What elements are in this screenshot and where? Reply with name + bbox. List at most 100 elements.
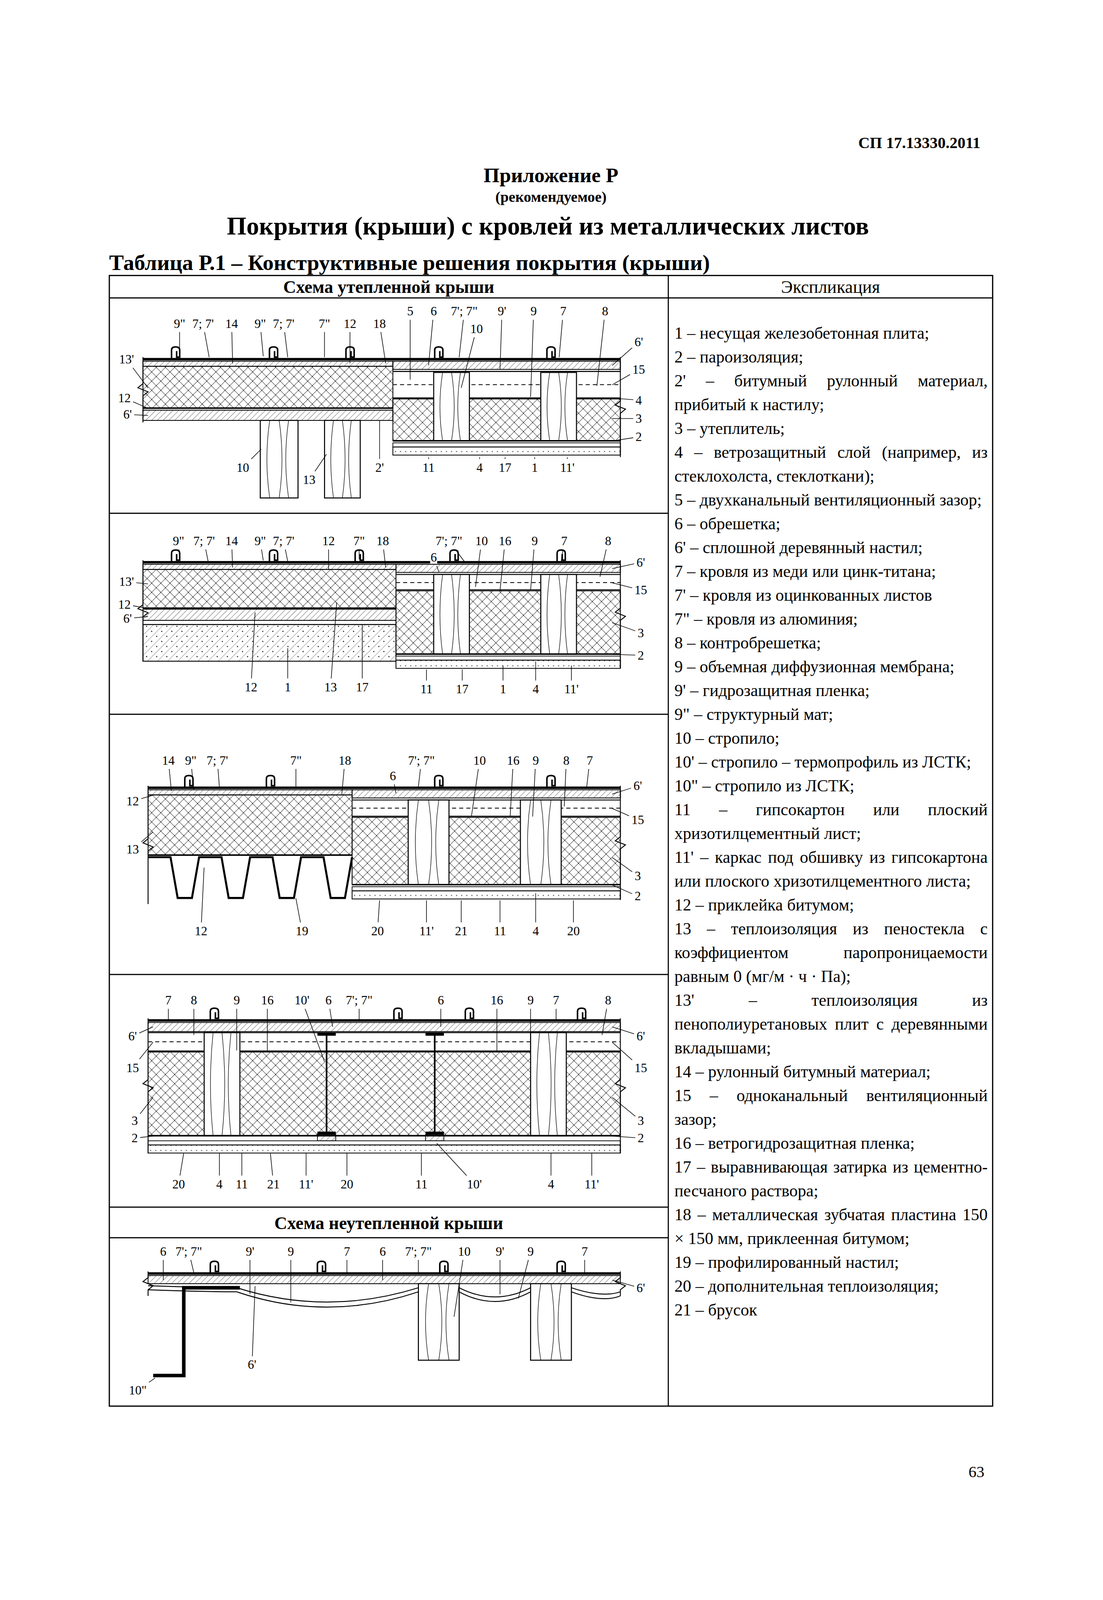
leader-line <box>550 1152 552 1175</box>
layer-line <box>395 581 621 583</box>
callout-number: 4 <box>635 393 643 407</box>
leader-line <box>378 899 380 922</box>
wood-grain <box>558 1283 562 1360</box>
insulation <box>142 366 393 409</box>
explication-item: 11 – гипсокартон или плоский хризотилцем… <box>674 797 988 846</box>
layer-line <box>395 653 621 655</box>
wood-deck <box>148 789 353 795</box>
callout-number: 9" <box>254 316 267 330</box>
layer-line <box>352 807 621 809</box>
thermoprofile <box>425 1131 444 1135</box>
break-line <box>142 785 154 904</box>
leader-line <box>314 453 327 471</box>
leader-line <box>453 1259 463 1317</box>
leader-line <box>383 549 386 568</box>
leader-line <box>530 1008 531 1050</box>
leader-line <box>410 319 411 380</box>
leader-line <box>601 1008 607 1035</box>
explication-cell: 1 – несущая железобетонная плита;2 – пар… <box>674 321 988 1322</box>
wood-grain <box>279 420 283 498</box>
table-rule <box>109 713 669 715</box>
wood-deck <box>148 1022 621 1032</box>
callout-number: 13' <box>118 352 135 366</box>
callout-number: 10" <box>128 1383 148 1397</box>
standing-seam <box>546 346 555 360</box>
leader-line <box>379 420 380 459</box>
callout-number: 6 <box>430 550 438 564</box>
callout-number: 18 <box>375 534 390 548</box>
explication-item: 2 – пароизоляция; <box>674 345 988 369</box>
leader-line <box>191 768 194 790</box>
standing-seam <box>171 549 180 562</box>
insulation <box>148 794 353 856</box>
leader-line <box>141 794 154 799</box>
callout-number: 11' <box>418 924 435 938</box>
leader-line <box>418 768 421 787</box>
wood-grain <box>438 1283 443 1360</box>
explication-item: 9" – структурный мат; <box>674 702 988 727</box>
callout-number: 14 <box>224 316 239 330</box>
callout-number: 9 <box>287 1244 295 1258</box>
wood-deck <box>142 360 393 367</box>
leader-line <box>417 1259 419 1273</box>
callout-number: 14 <box>224 534 239 548</box>
callout-number: 7 <box>580 1244 589 1258</box>
leader-line <box>252 1285 255 1356</box>
callout-number: 9" <box>172 534 185 548</box>
explication-item: 17 – выравнивающая затирка из цементно-п… <box>674 1154 988 1203</box>
thermoprofile <box>317 1131 336 1135</box>
leader-line <box>249 1259 251 1294</box>
leader-line <box>571 665 572 681</box>
leader-line <box>499 899 501 922</box>
leader-line <box>612 1026 635 1034</box>
leader-line <box>270 1152 273 1175</box>
callout-number: 10' <box>294 993 311 1007</box>
callout-number: 6' <box>636 1280 646 1294</box>
callout-number: 1 <box>283 679 292 693</box>
wood-grain <box>285 420 289 498</box>
rafter <box>204 1032 240 1136</box>
wood-grain <box>451 574 455 654</box>
leader-line <box>139 1041 154 1059</box>
table-rule <box>109 512 669 514</box>
leader-line <box>612 808 630 816</box>
page-text: СП 17.13330.2011 <box>858 134 981 152</box>
leader-line <box>382 1259 383 1280</box>
leader-line <box>612 582 633 588</box>
leader-line <box>566 457 568 460</box>
explication-item: 6 – обрешетка; <box>674 511 988 536</box>
standing-seam <box>394 1007 403 1020</box>
callout-number: 11 <box>414 1176 428 1190</box>
layer-line <box>395 573 621 575</box>
wood-deck <box>142 410 393 421</box>
leader-line <box>290 1259 291 1302</box>
leader-line <box>381 332 386 364</box>
wood-grain <box>435 799 439 885</box>
callout-number: 7'; 7" <box>345 993 374 1007</box>
break-line <box>615 1271 626 1296</box>
wood-grain <box>554 1032 558 1136</box>
insulation <box>142 569 396 609</box>
callout-number: 12 <box>321 534 336 548</box>
callout-number: 6 <box>437 993 445 1007</box>
callout-number: 7'; 7" <box>450 304 479 318</box>
leader-line <box>459 319 464 358</box>
callout-number: 6' <box>634 335 644 349</box>
callout-number: 15 <box>631 362 646 376</box>
callout-number: 20 <box>370 924 385 938</box>
leader-line <box>502 665 504 681</box>
wood-grain <box>548 1032 552 1136</box>
leader-line <box>169 768 172 791</box>
callout-number: 7; 7' <box>192 534 216 548</box>
callout-number: 7" <box>289 753 303 767</box>
leader-line <box>331 601 337 679</box>
callout-number: 11 <box>419 682 433 696</box>
callout-number: 2 <box>131 1131 139 1145</box>
callout-number: 3 <box>636 1113 645 1127</box>
callout-number: 11' <box>563 682 580 696</box>
wood-grain <box>267 420 270 498</box>
leader-line <box>612 654 636 656</box>
wood-grain <box>551 1283 555 1360</box>
callout-number: 6 <box>388 768 397 782</box>
leader-line <box>612 622 636 631</box>
